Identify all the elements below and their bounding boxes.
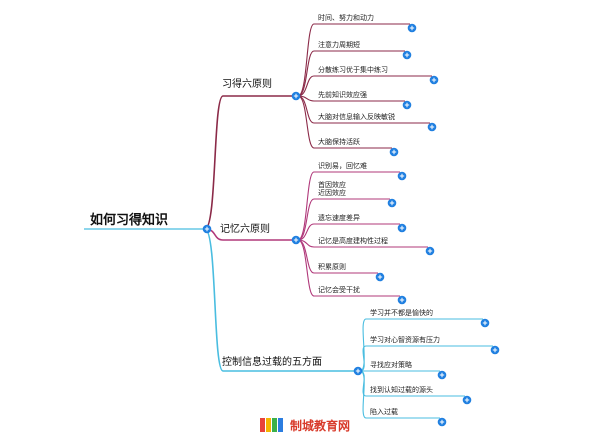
leaf-label: 识别易，回忆难 [318,161,367,170]
leaf-label: 陷入过载 [370,407,398,416]
leaf-link [297,95,392,149]
branch-node-icon[interactable] [353,366,363,376]
root-topic: 如何习得知识 [90,212,168,228]
leaf-label: 学习并不都是愉快的 [370,308,433,317]
expand-node-icon[interactable] [480,318,490,328]
branch-node-icon[interactable] [291,235,301,245]
expand-node-icon[interactable] [397,223,407,233]
branch-node-icon[interactable] [291,91,301,101]
leaf-label: 记忆是高度建构性过程 [318,236,388,245]
leaf-label: 学习对心智资源有压力 [370,335,440,344]
leaf-link [297,239,428,248]
leaf-label: 注意力周期短 [318,40,360,49]
leaf-label: 大脑保持活跃 [318,137,360,146]
leaf-label: 首因效应 [318,180,346,189]
leaf-label: 寻找应对策略 [370,360,412,369]
leaf-label: 大脑对信息输入反映敏锐 [318,112,395,121]
leaf-link [297,50,405,97]
watermark-text: 制城教育网 [290,418,350,433]
expand-node-icon[interactable] [387,198,397,208]
leaf-link [359,318,483,372]
logo-icon [260,418,283,432]
expand-node-icon[interactable] [437,370,447,380]
leaf-label: 记忆会受干扰 [318,285,360,294]
leaf-label: 遗忘速度差异 [318,213,360,222]
branch-label: 习得六原则 [222,77,272,90]
leaf-label: 先前知识效应强 [318,90,367,99]
leaf-link [359,345,493,372]
root-node-icon[interactable] [202,224,212,234]
expand-node-icon[interactable] [462,395,472,405]
leaf-label: 近因效应 [318,188,346,197]
leaf-link [297,171,400,241]
branch-link [204,228,356,372]
expand-node-icon[interactable] [425,246,435,256]
leaf-label: 分散练习优于集中练习 [318,65,388,74]
branch-label: 记忆六原则 [220,222,270,235]
expand-node-icon[interactable] [389,147,399,157]
leaf-label: 找到认知过载的源头 [370,385,433,394]
leaf-link [297,75,432,97]
expand-node-icon[interactable] [429,75,439,85]
expand-node-icon[interactable] [397,295,407,305]
leaf-link [297,223,400,241]
branch-label: 控制信息过载的五方面 [222,355,322,368]
expand-node-icon[interactable] [402,100,412,110]
expand-node-icon[interactable] [437,417,447,427]
expand-node-icon[interactable] [407,23,417,33]
branch-link [204,95,294,230]
expand-node-icon[interactable] [397,171,407,181]
leaf-label: 时间、努力和动力 [318,13,374,22]
expand-node-icon[interactable] [427,122,437,132]
leaf-link [359,370,440,419]
leaf-label: 积累原则 [318,262,346,271]
leaf-link [297,239,400,297]
leaf-link [297,23,410,97]
watermark: 制城教育网 [260,418,350,433]
expand-node-icon[interactable] [490,345,500,355]
expand-node-icon[interactable] [375,272,385,282]
leaf-link [297,198,390,241]
expand-node-icon[interactable] [402,50,412,60]
